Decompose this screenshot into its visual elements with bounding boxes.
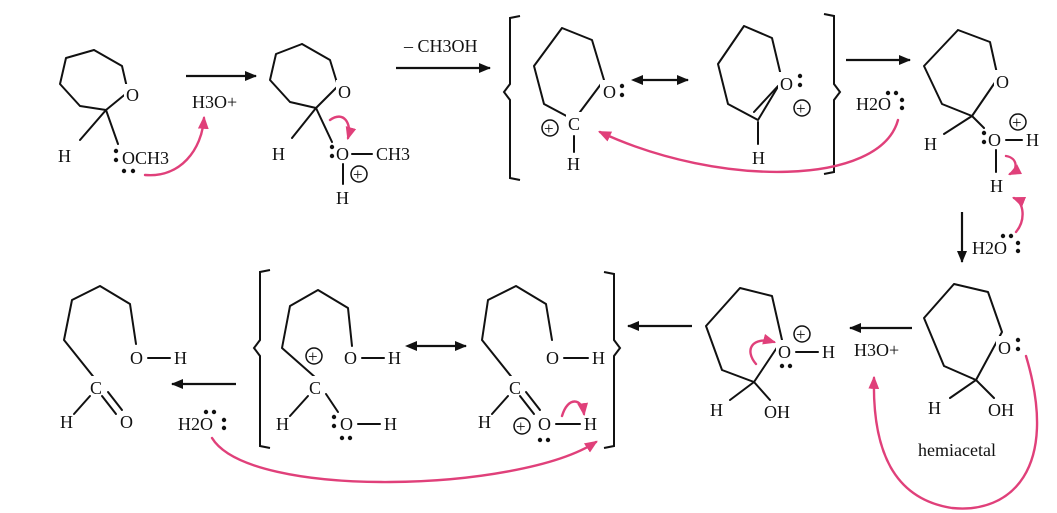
chain-bonds [281,289,353,379]
electron-push-arrow-1 [143,115,209,177]
h-label-2: H [276,414,289,434]
electron-push-arrow-2 [328,115,357,141]
h-label-3: H [584,414,597,434]
electron-push-arrow-3 [598,118,900,174]
h-label: H [822,342,835,362]
oxygen-label: O [130,348,143,368]
positive-charge: + [308,347,318,366]
methoxy-label: OCH3 [122,148,169,168]
electron-push-arrow-8 [560,400,589,418]
molecule-ring-protonated: O + H H OH [705,287,835,422]
molecule-open-carbocation: O H C + H O H [276,289,401,441]
h-label-2: H [478,412,491,432]
water-label-2: H2O [972,238,1007,258]
ring-bonds [717,25,783,121]
h-label-2: H [710,400,723,420]
positive-charge: + [544,119,554,138]
carbon-label: C [509,378,521,398]
electron-push-arrow-6 [868,354,1039,510]
h-label: H [174,348,187,368]
molecule-protonated-hemiacetal: O H O + H H [923,29,1039,196]
ring-bonds [59,49,129,111]
ring-oxygen-label: O [780,74,793,94]
electron-push-arrow-7 [749,333,777,366]
electron-push-arrow-9 [210,436,598,484]
c-h-bond [291,107,317,139]
ring-oxygen-label: O [996,72,1009,92]
ring-oxygen-label: O [603,82,616,102]
resonance-carbocation: O C + H [533,27,625,174]
oxygen-label-2: O [538,414,551,434]
h-label-3: H [384,414,397,434]
resonance-bracket-right-2 [603,271,622,449]
methanol-loss-label: – CH3OH [403,36,478,56]
positive-charge: + [796,325,806,344]
methyl-label: CH3 [376,144,410,164]
resonance-bracket-left [502,15,521,181]
chain-bonds [481,285,553,381]
h-label: H [752,148,765,168]
h-label: H [58,146,71,166]
c-o-bond [315,107,333,143]
aldehyde-oxygen-label: O [120,412,133,432]
h-label-2: H [60,412,73,432]
resonance-bracket-left-2 [252,269,271,449]
oxygen-label: O [546,348,559,368]
oxygen-label: O [344,348,357,368]
h-label: H [272,144,285,164]
molecule-protonated-acetal: O H O CH3 H + [269,43,410,208]
molecule-protonated-aldehyde: O H C H O + H [478,285,605,443]
ring-bonds [923,29,999,117]
positive-charge: + [1012,113,1022,132]
h-label: H [388,348,401,368]
double-bond-inner [753,85,779,113]
electron-push-arrow-4 [1004,154,1023,176]
h-label-3: H [990,176,1003,196]
hydronium-label-1: H3O+ [192,92,237,112]
ring-bonds [269,43,339,109]
h-label: H [924,134,937,154]
ring-oxygen-label: O [126,85,139,105]
molecule-hemiacetal: O H OH hemiacetal [918,283,1021,460]
c-o-bond [105,109,119,145]
resonance-oxocarbenium: O + H [717,25,811,168]
h-label: H [928,398,941,418]
hemiacetal-caption: hemiacetal [918,440,996,460]
carbon-label: C [90,378,102,398]
oxonium-oxygen-label: O [336,144,349,164]
hydroxyl-label: OH [764,402,790,422]
h-label-2: H [336,188,349,208]
h-label: H [592,348,605,368]
molecule-acetal: O H OCH3 [58,49,169,174]
ring-bonds [923,283,1003,381]
positive-charge: + [516,417,526,436]
ring-bonds [705,287,783,383]
chain-bonds [63,285,137,381]
ring-bonds [533,27,605,121]
carbon-label: C [309,378,321,398]
oxygen-label-2: O [340,414,353,434]
h-label: H [567,154,580,174]
electron-push-arrow-5 [1011,196,1027,234]
oxonium-oxygen-label: O [988,130,1001,150]
ring-oxygen-label: O [998,338,1011,358]
ring-oxygen-label: O [778,342,791,362]
resonance-bracket-right [823,13,842,175]
hydroxyl-label: OH [988,400,1014,420]
carbon-label: C [568,114,580,134]
ring-oxygen-label: O [338,82,351,102]
water-label-3: H2O [178,414,213,434]
positive-charge: + [353,165,363,184]
positive-charge: + [796,99,806,118]
hydronium-label-2: H3O+ [854,340,899,360]
molecule-hydroxy-aldehyde: O H C H O [60,285,187,432]
water-label-1: H2O [856,94,891,114]
c-h-bond [79,109,107,141]
h-label-2: H [1026,130,1039,150]
